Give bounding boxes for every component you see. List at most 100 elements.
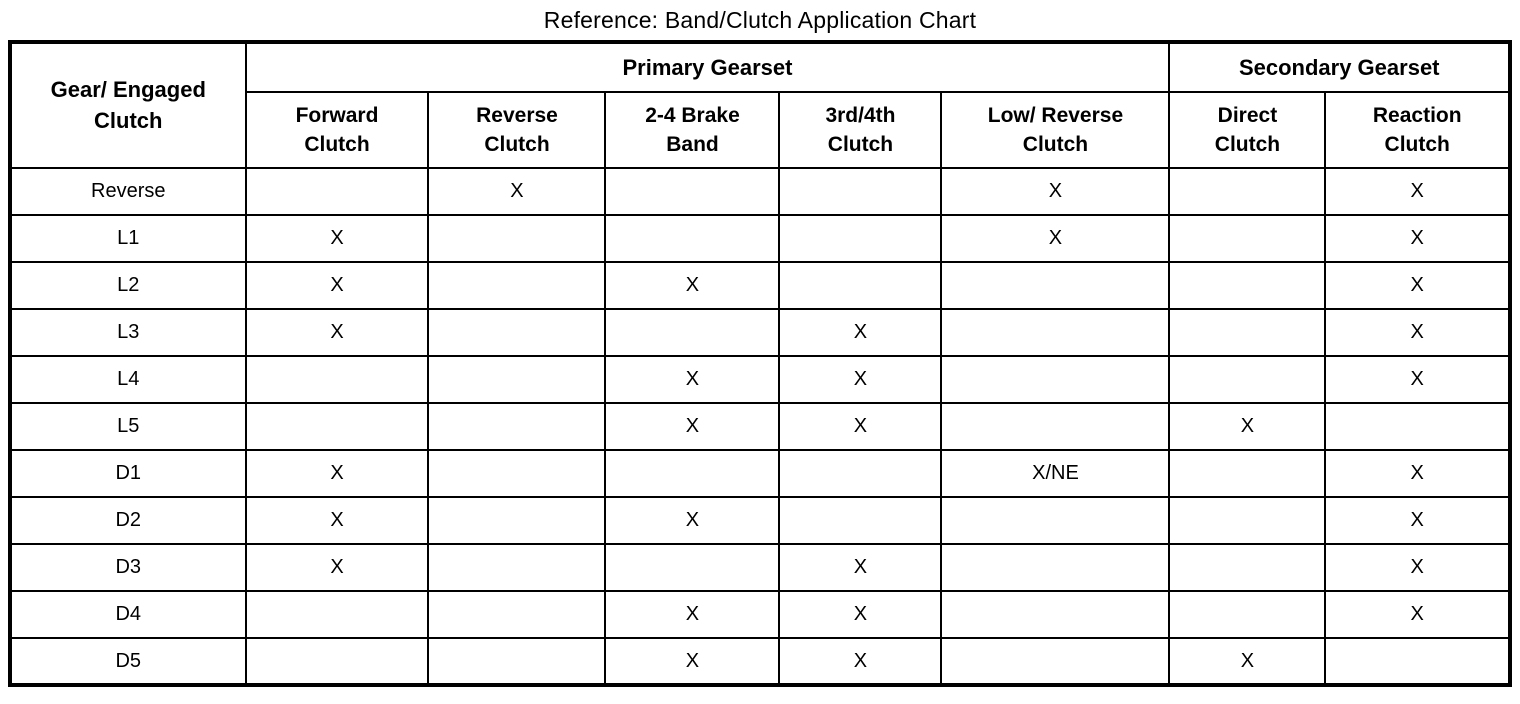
application-mark-cell: X [604, 355, 781, 404]
application-mark-cell: X [940, 214, 1171, 263]
empty-cell [1168, 167, 1327, 216]
application-mark-cell: X [1168, 637, 1327, 686]
gear-label: D3 [9, 543, 247, 592]
group-header-row: Gear/ Engaged Clutch Primary Gearset Sec… [9, 41, 1511, 169]
empty-cell [244, 355, 430, 404]
application-mark-cell: X [1324, 590, 1511, 639]
gear-label: L2 [9, 261, 247, 310]
application-mark-cell: X [778, 590, 943, 639]
empty-cell [1168, 308, 1327, 357]
application-mark-cell: X [244, 449, 430, 498]
empty-cell [778, 261, 943, 310]
application-mark-cell: X [778, 355, 943, 404]
application-mark-cell: X [1324, 261, 1511, 310]
application-mark-cell: X [604, 402, 781, 451]
column-header: 2-4 Brake Band [604, 91, 781, 169]
gear-label: Reverse [9, 167, 247, 216]
band-clutch-application-table: Gear/ Engaged Clutch Primary Gearset Sec… [8, 40, 1512, 687]
empty-cell [1168, 449, 1327, 498]
application-mark-cell: X [1324, 355, 1511, 404]
empty-cell [604, 167, 781, 216]
column-header: Low/ Reverse Clutch [940, 91, 1171, 169]
empty-cell [1168, 496, 1327, 545]
group-header-primary-gearset: Primary Gearset [244, 41, 1171, 93]
empty-cell [604, 543, 781, 592]
application-mark-cell: X [244, 496, 430, 545]
application-mark-cell: X [1324, 167, 1511, 216]
empty-cell [1168, 261, 1327, 310]
application-mark-cell: X [778, 543, 943, 592]
empty-cell [778, 167, 943, 216]
column-header: Reverse Clutch [427, 91, 607, 169]
empty-cell [1168, 543, 1327, 592]
empty-cell [778, 496, 943, 545]
empty-cell [940, 543, 1171, 592]
application-mark-cell: X [604, 637, 781, 686]
empty-cell [778, 214, 943, 263]
gear-label: L1 [9, 214, 247, 263]
application-mark-cell: X [778, 402, 943, 451]
empty-cell [427, 637, 607, 686]
gear-label: L4 [9, 355, 247, 404]
empty-cell [244, 167, 430, 216]
table-row: Reverse X X X [9, 167, 1511, 216]
empty-cell [427, 543, 607, 592]
empty-cell [940, 308, 1171, 357]
application-mark-cell: X [604, 496, 781, 545]
column-header: Direct Clutch [1168, 91, 1327, 169]
gear-label: D1 [9, 449, 247, 498]
empty-cell [940, 637, 1171, 686]
page-title: Reference: Band/Clutch Application Chart [543, 7, 977, 33]
empty-cell [427, 590, 607, 639]
empty-cell [604, 449, 781, 498]
empty-cell [604, 308, 781, 357]
application-mark-cell: X [1324, 308, 1511, 357]
application-mark-cell: X [244, 543, 430, 592]
empty-cell [427, 308, 607, 357]
application-mark-cell: X [244, 308, 430, 357]
application-mark-cell: X [427, 167, 607, 216]
application-mark-cell: X [778, 308, 943, 357]
application-mark-cell: X [778, 637, 943, 686]
empty-cell [940, 496, 1171, 545]
empty-cell [244, 402, 430, 451]
empty-cell [427, 261, 607, 310]
empty-cell [1324, 637, 1511, 686]
table-header: Gear/ Engaged Clutch Primary Gearset Sec… [9, 41, 1511, 169]
empty-cell [427, 214, 607, 263]
application-mark-cell: X [244, 261, 430, 310]
gear-label: D2 [9, 496, 247, 545]
application-mark-cell: X [940, 167, 1171, 216]
empty-cell [427, 402, 607, 451]
application-mark-cell: X/NE [940, 449, 1171, 498]
empty-cell [427, 496, 607, 545]
empty-cell [940, 355, 1171, 404]
empty-cell [244, 637, 430, 686]
application-mark-cell: X [244, 214, 430, 263]
column-header: Forward Clutch [244, 91, 430, 169]
gear-label: L5 [9, 402, 247, 451]
gear-label: L3 [9, 308, 247, 357]
gear-label: D4 [9, 590, 247, 639]
application-mark-cell: X [1168, 402, 1327, 451]
empty-cell [1324, 402, 1511, 451]
application-mark-cell: X [1324, 543, 1511, 592]
empty-cell [427, 449, 607, 498]
empty-cell [778, 449, 943, 498]
empty-cell [1168, 214, 1327, 263]
empty-cell [940, 402, 1171, 451]
column-header: 3rd/4th Clutch [778, 91, 943, 169]
